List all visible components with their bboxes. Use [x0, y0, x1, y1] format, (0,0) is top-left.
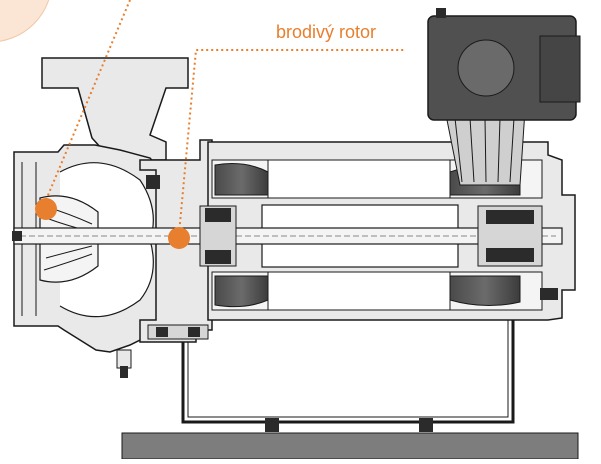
impeller-marker [35, 198, 57, 220]
rotor-label: brodivý rotor [276, 22, 377, 42]
winding-head [449, 275, 521, 307]
side-bolt [146, 175, 160, 189]
drain-plug [116, 349, 132, 369]
foot-bolt [265, 418, 279, 432]
winding-head [214, 275, 269, 308]
base-plate [121, 432, 579, 460]
foot-bolt [419, 418, 433, 432]
shaft-nut [12, 231, 22, 241]
winding-head [214, 163, 269, 196]
discharge-nozzle [41, 57, 189, 161]
support-frame [181, 315, 515, 424]
rotor-marker [168, 227, 190, 249]
corner-accent-circle [0, 0, 50, 42]
rotor-leader [178, 49, 405, 235]
impeller-leader [45, 0, 131, 201]
